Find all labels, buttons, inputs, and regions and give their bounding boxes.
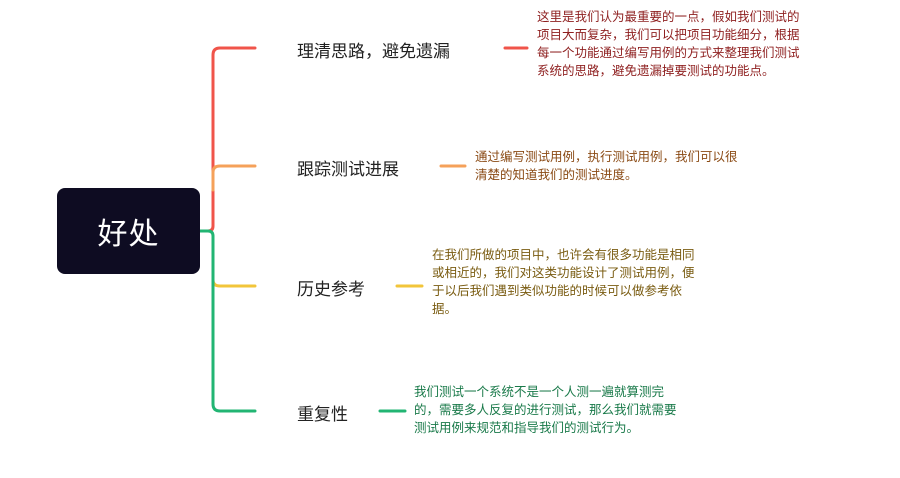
connector-line-3 [211, 234, 257, 288]
note-2: 通过编写测试用例，执行测试用例，我们可以很 清楚的知道我们的测试进度。 [475, 148, 738, 184]
connector-line-2 [211, 164, 257, 192]
note-3-line: 据。 [432, 301, 458, 316]
note-3-line: 或相近的，我们对这类功能设计了测试用例，便 [432, 265, 695, 280]
branch-4-label: 重复性 [297, 405, 348, 425]
note-4-line: 的，需要多人反复的进行测试，那么我们就需要 [414, 402, 677, 417]
note-4-line: 测试用例来规范和指导我们的测试行为。 [414, 420, 640, 435]
branch-2-label: 跟踪测试进展 [297, 160, 399, 180]
note-3-line: 在我们所做的项目中，也许会有很多功能是相同 [432, 247, 695, 262]
note-3: 在我们所做的项目中，也许会有很多功能是相同 或相近的，我们对这类功能设计了测试用… [432, 246, 695, 318]
connector-line-1 [198, 46, 257, 233]
note-3-line: 于以后我们遇到类似功能的时候可以做参考依 [432, 283, 683, 298]
note-1-line: 这里是我们认为最重要的一点，假如我们测试的 [537, 9, 800, 24]
branch-1-label: 理清思路，避免遗漏 [297, 42, 450, 62]
note-2-line: 清楚的知道我们的测试进度。 [475, 167, 638, 182]
root-label: 好处 [97, 217, 160, 252]
note-1-line: 项目大而复杂，我们可以把项目功能细分，根据 [537, 27, 800, 42]
note-4-line: 我们测试一个系统不是一个人测一遍就算测完 [414, 384, 665, 399]
note-1: 这里是我们认为最重要的一点，假如我们测试的 项目大而复杂，我们可以把项目功能细分… [537, 8, 800, 80]
branch-3-label: 历史参考 [297, 280, 365, 300]
connector-line-4 [198, 229, 257, 413]
note-4: 我们测试一个系统不是一个人测一遍就算测完 的，需要多人反复的进行测试，那么我们就… [414, 383, 677, 437]
note-2-line: 通过编写测试用例，执行测试用例，我们可以很 [475, 149, 738, 164]
root-node: 好处 [57, 188, 200, 274]
note-1-line: 系统的思路，避免遗漏掉要测试的功能点。 [537, 63, 775, 78]
note-1-line: 每一个功能通过编写用例的方式来整理我们测试 [537, 45, 800, 60]
